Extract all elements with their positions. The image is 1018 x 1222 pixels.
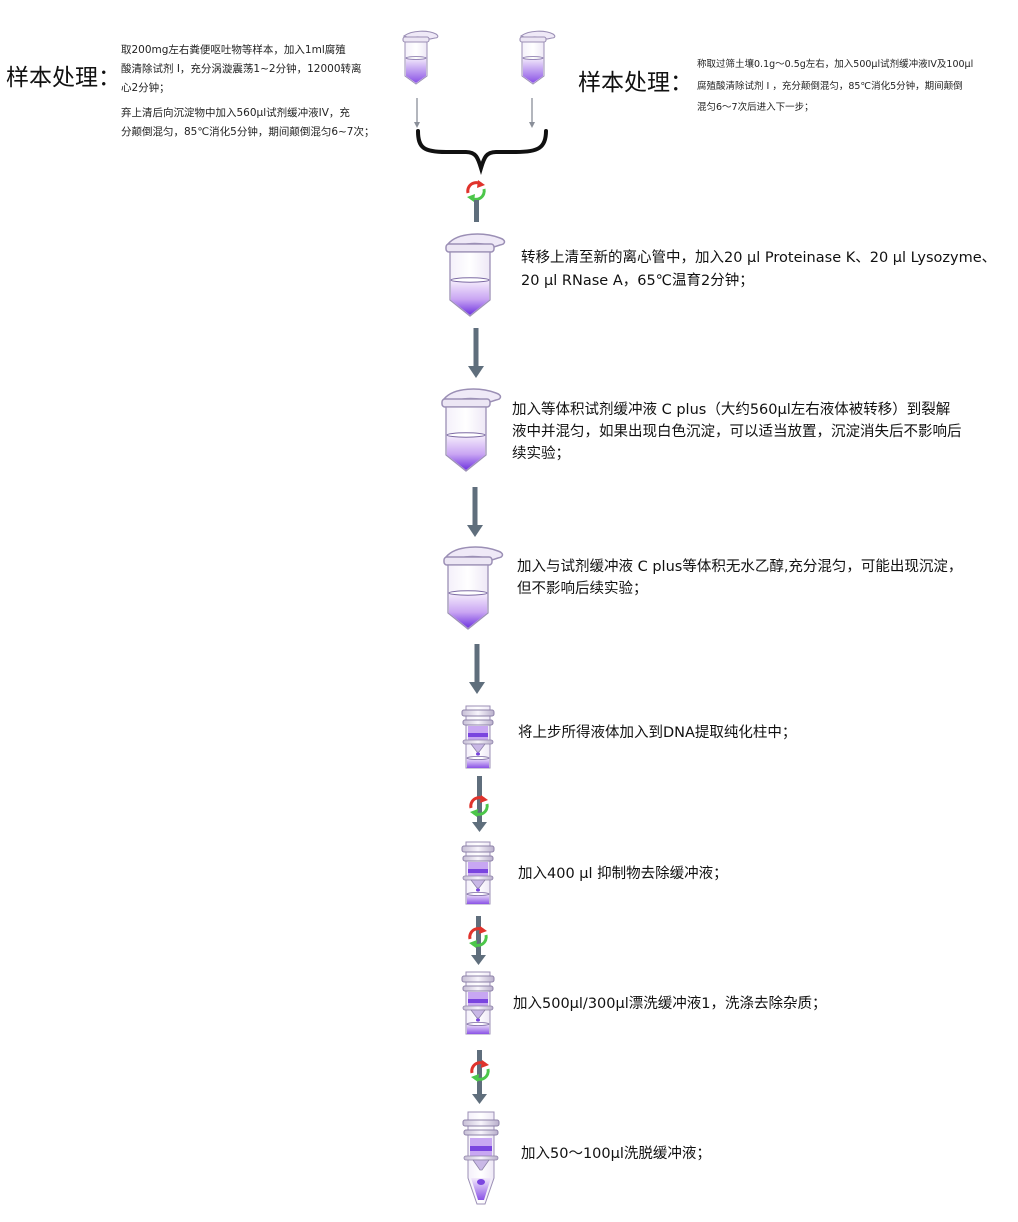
right-sample-heading: 样本处理： — [578, 70, 693, 96]
step-7-line: 加入50～100μl洗脱缓冲液； — [521, 1146, 711, 1162]
centrifuge-tube-icon — [441, 388, 502, 472]
centrifuge-tube-icon — [445, 233, 506, 317]
step-6-line: 加入500μl/300μl漂洗缓冲液1，洗涤去除杂质； — [513, 996, 827, 1012]
step-3-line: 加入与试剂缓冲液 C plus等体积无水乙醇,充分混匀，可能出现沉淀， — [517, 559, 963, 575]
left-sample-line: 心2分钟； — [121, 82, 170, 94]
left-sample-line: 分颠倒混匀，85℃消化5分钟，期间颠倒混匀6~7次； — [121, 126, 375, 138]
right-small-arrow-icon — [529, 98, 535, 128]
left-sample-line: 弃上清后向沉淀物中加入560μl试剂缓冲液IV，充 — [121, 107, 350, 119]
down-arrow-icon — [467, 487, 483, 537]
left-sample-line: 酸清除试剂 I，充分涡漩震荡1~2分钟，12000转离 — [121, 63, 362, 75]
step-3-line: 但不影响后续实验； — [517, 581, 648, 597]
down-arrow-icon — [468, 328, 484, 378]
centrifuge-cycle-icon — [465, 178, 487, 204]
left-sample-heading: 样本处理： — [6, 65, 121, 91]
right-sample-line: 腐殖酸清除试剂 I ，充分颠倒混匀，85℃消化5分钟，期间颠倒 — [697, 81, 963, 92]
down-arrow-icon — [472, 1050, 487, 1104]
spin-column-icon — [461, 705, 495, 769]
centrifuge-tube-icon — [443, 546, 504, 630]
step-1-line: 转移上清至新的离心管中，加入20 μl Proteinase K、20 μl L… — [521, 250, 997, 266]
curly-brace-icon — [416, 129, 548, 175]
step-5-line: 加入400 μl 抑制物去除缓冲液； — [518, 866, 728, 882]
left-sample-tube-icon — [402, 30, 439, 85]
left-small-arrow-icon — [414, 98, 420, 128]
right-sample-tube-icon — [519, 30, 556, 85]
spin-column-icon — [461, 841, 495, 905]
elution-tube-icon — [462, 1111, 500, 1205]
step-2-line: 液中并混匀，如果出现白色沉淀，可以适当放置，沉淀消失后不影响后 — [512, 424, 962, 440]
step-2-line: 加入等体积试剂缓冲液 C plus（大约560μl左右液体被转移）到裂解 — [512, 402, 951, 418]
down-arrow-icon — [472, 776, 487, 832]
step-4-line: 将上步所得液体加入到DNA提取纯化柱中； — [518, 725, 797, 741]
down-arrow-icon — [471, 916, 486, 965]
step-1-line: 20 μl RNase A，65℃温育2分钟； — [521, 273, 754, 289]
right-sample-line: 混匀6～7次后进入下一步； — [697, 102, 814, 113]
step-2-line: 续实验； — [512, 446, 570, 462]
left-sample-line: 取200mg左右粪便呕吐物等样本，加入1ml腐殖 — [121, 44, 346, 56]
right-sample-line: 称取过筛土壤0.1g～0.5g左右，加入500μl试剂缓冲液IV及100μl — [697, 59, 974, 70]
down-arrow-icon — [469, 644, 485, 694]
down-arrow-icon — [474, 200, 479, 222]
spin-column-icon — [461, 971, 495, 1035]
